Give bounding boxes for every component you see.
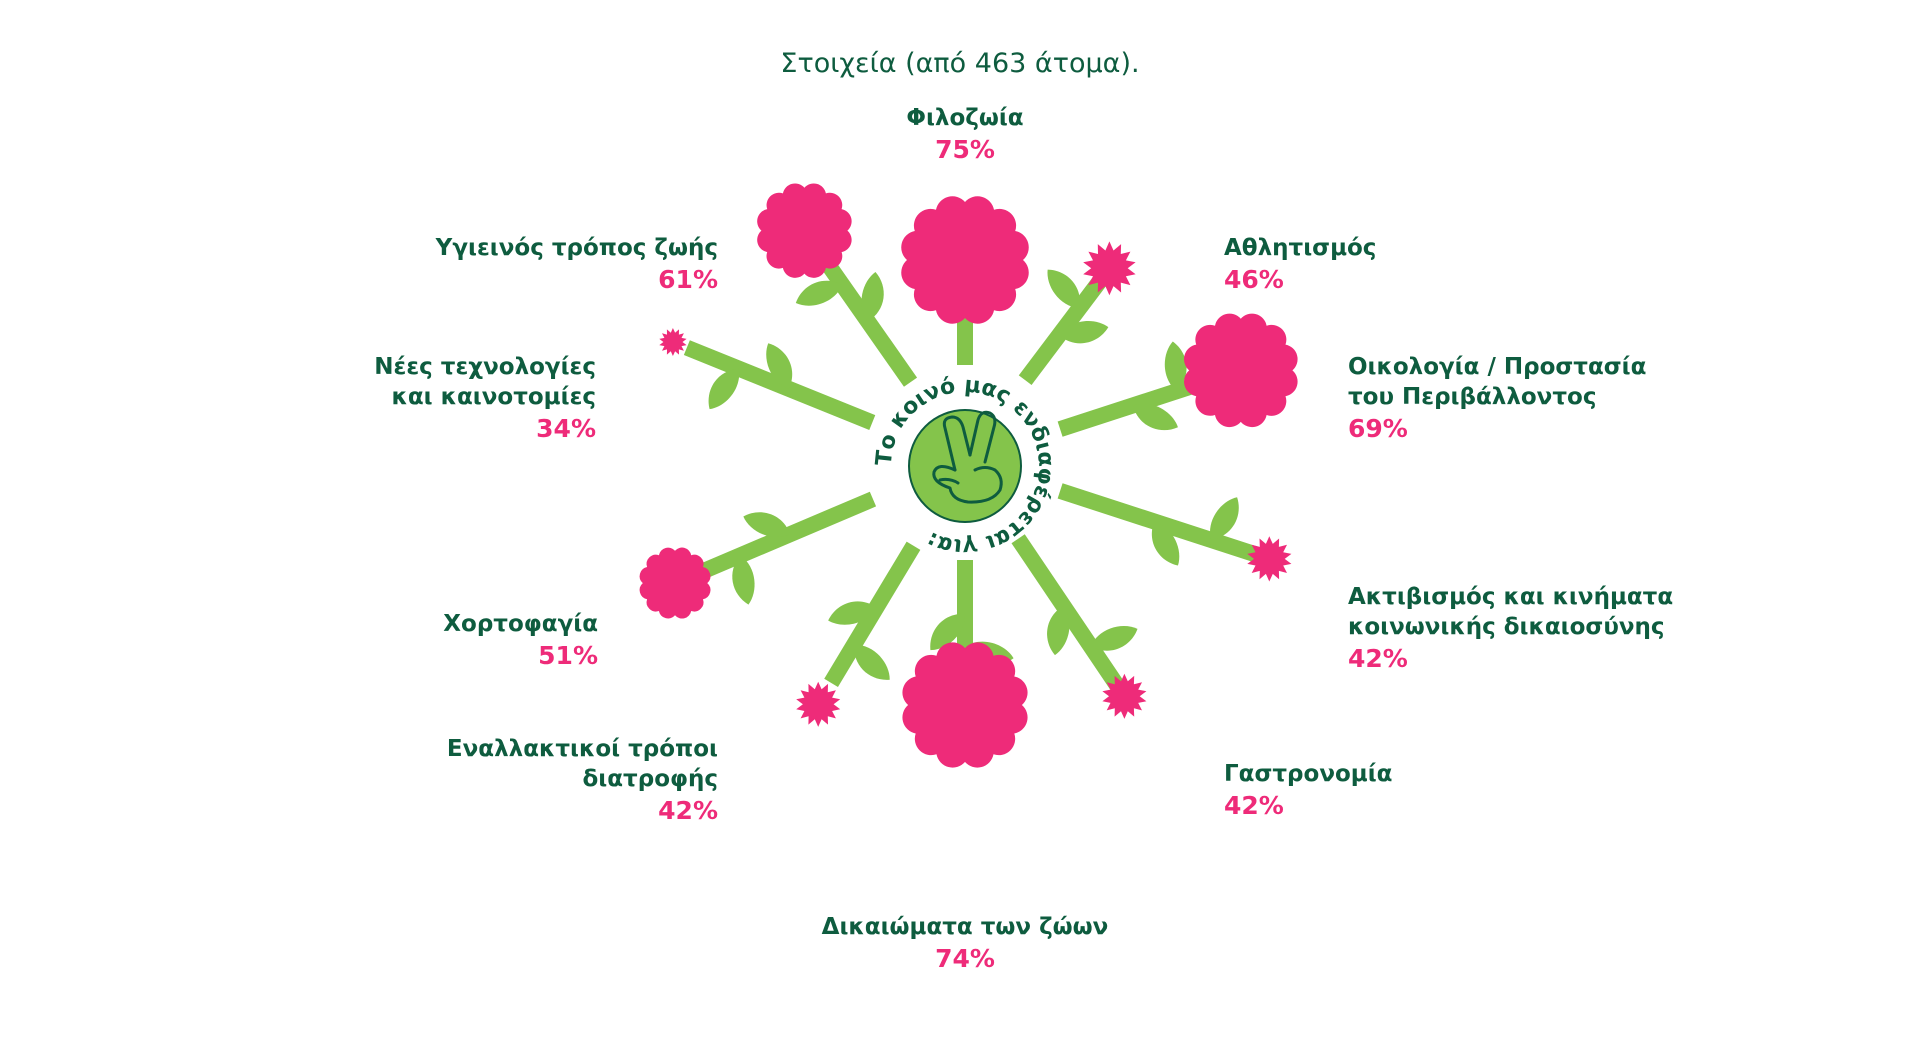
subtitle: Στοιχεία (από 463 άτομα). — [780, 48, 1140, 79]
category-name: Οικολογία / Προστασία του Περιβάλλοντος — [1348, 354, 1647, 410]
category-label-3: Ακτιβισμός και κινήματα κοινωνικής δικαι… — [1348, 582, 1688, 674]
category-label-7: Χορτοφαγία 51% — [258, 609, 598, 671]
leaf-3-1 — [1209, 497, 1239, 540]
leaf-4-0 — [1047, 605, 1070, 656]
category-name: Φιλοζωία — [906, 105, 1024, 131]
leaf-6-0 — [828, 601, 877, 625]
category-percent: 75% — [935, 135, 995, 164]
category-label-2: Οικολογία / Προστασία του Περιβάλλοντος 6… — [1348, 352, 1688, 444]
category-label-8: Νέες τεχνολογίες και καινοτομίες 34% — [256, 352, 596, 444]
leaf-1-1 — [1047, 269, 1080, 309]
category-name: Ακτιβισμός και κινήματα κοινωνικής δικαι… — [1348, 584, 1674, 640]
leaf-7-1 — [732, 555, 755, 605]
leaf-8-1 — [708, 368, 740, 410]
stem-4 — [1011, 534, 1126, 693]
stem-8 — [683, 340, 876, 430]
flower-8 — [659, 328, 687, 356]
flower-4 — [1102, 673, 1147, 719]
category-name: Εναλλακτικοί τρόποι διατροφής — [446, 736, 718, 792]
category-label-9: Υγιεινός τρόπος ζωής 61% — [378, 233, 718, 295]
leaf-4-1 — [1090, 626, 1138, 651]
category-name: Νέες τεχνολογίες και καινοτομίες — [374, 354, 596, 410]
category-percent: 34% — [536, 414, 596, 443]
leaf-3-0 — [1151, 521, 1180, 566]
category-name: Χορτοφαγία — [443, 611, 598, 637]
leaf-5-0 — [930, 613, 966, 651]
category-label-1: Αθλητισμός 46% — [1224, 233, 1564, 295]
category-percent: 46% — [1224, 265, 1284, 294]
leaf-1-0 — [1059, 321, 1109, 344]
category-percent: 61% — [658, 265, 718, 294]
category-percent: 74% — [935, 944, 995, 973]
stem-6 — [824, 541, 921, 687]
stem-1 — [1018, 275, 1107, 385]
leaf-7-0 — [743, 512, 791, 538]
flower-1 — [1083, 241, 1136, 296]
category-name: Αθλητισμός — [1224, 235, 1377, 261]
leaf-9-1 — [795, 280, 843, 306]
flower-5 — [902, 642, 1028, 768]
leaf-2-1 — [1164, 341, 1187, 392]
leaf-6-1 — [854, 644, 890, 680]
category-percent: 69% — [1348, 414, 1408, 443]
stem-9 — [809, 242, 918, 387]
flower-3 — [1247, 536, 1292, 582]
leaf-9-0 — [861, 271, 884, 322]
category-label-5: Δικαιώματα των ζώων 74% — [765, 912, 1165, 974]
category-percent: 51% — [538, 641, 598, 670]
category-name: Δικαιώματα των ζώων — [821, 914, 1109, 940]
peace-hand-icon — [932, 410, 1003, 504]
stem-7 — [685, 491, 877, 585]
center-emblem: Το κοινό μας ενδιαφέρεται για: — [872, 373, 1059, 560]
category-label-0: Φιλοζωία 75% — [765, 103, 1165, 165]
category-label-6: Εναλλακτικοί τρόποι διατροφής 42% — [378, 734, 718, 826]
category-percent: 42% — [658, 796, 718, 825]
stem-3 — [1057, 483, 1272, 567]
flower-6 — [796, 681, 841, 727]
flower-9 — [757, 183, 852, 278]
center-circle — [908, 409, 1022, 523]
category-percent: 42% — [1348, 644, 1408, 673]
flowers-layer — [639, 183, 1298, 768]
flower-7 — [639, 547, 711, 619]
category-name: Γαστρονομία — [1224, 761, 1393, 787]
flower-0 — [901, 196, 1029, 324]
leaf-2-0 — [1132, 403, 1178, 431]
flower-2 — [1184, 313, 1298, 428]
leaf-8-0 — [766, 343, 793, 389]
category-name: Υγιεινός τρόπος ζωής — [435, 235, 718, 261]
category-percent: 42% — [1224, 791, 1284, 820]
category-label-4: Γαστρονομία 42% — [1224, 759, 1564, 821]
